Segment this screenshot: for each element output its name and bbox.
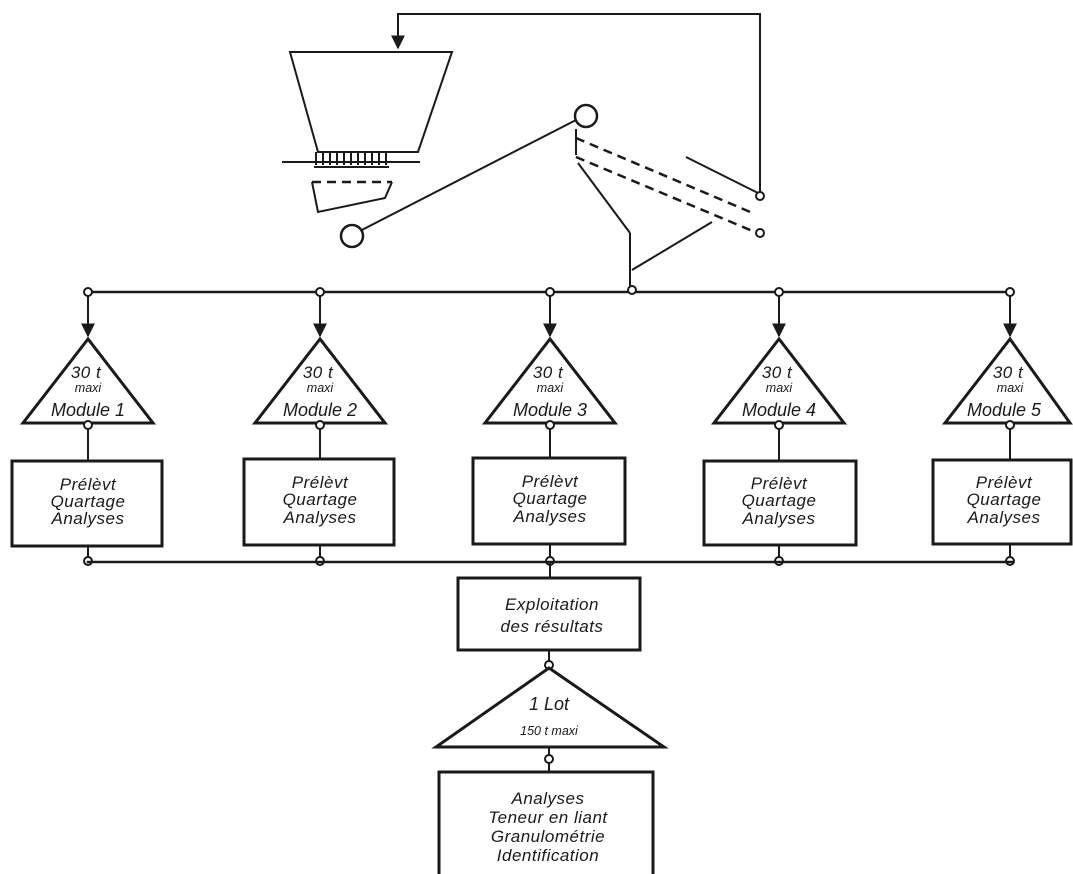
results-line-2: des résultats: [501, 617, 604, 636]
box-line-1: Prélèvt: [292, 473, 349, 492]
module-capacity: 30 t: [993, 363, 1024, 382]
box-line-2: Quartage: [742, 491, 817, 510]
module-4: 30 t maxi Module 4 Prélèvt Quartage Anal…: [702, 296, 858, 566]
final-analyses: Analyses Teneur en liant Granulométrie I…: [437, 770, 655, 874]
bus-junction-3: [545, 287, 555, 297]
module-capacity: 30 t: [71, 363, 102, 382]
final-line-1: Analyses: [511, 789, 585, 808]
module-capacity-note: maxi: [537, 381, 565, 395]
return-conveyor-line: [391, 13, 761, 195]
lot: 1 Lot 150 t maxi: [431, 666, 669, 771]
module-1: 30 t maxi Module 1 Prélèvt Quartage Anal…: [10, 296, 164, 566]
results-exploitation: Exploitation des résultats: [456, 576, 642, 686]
lot-capacity: 150 t maxi: [520, 724, 579, 738]
box-line-1: Prélèvt: [751, 474, 808, 493]
bus-junction-2: [315, 287, 325, 297]
box-line-1: Prélèvt: [60, 475, 117, 494]
box-line-3: Analyses: [742, 509, 816, 528]
final-analyses-box: [437, 770, 655, 874]
module-capacity-note: maxi: [997, 381, 1025, 395]
sampling-box: [242, 457, 396, 547]
plant-equipment: [282, 13, 765, 287]
module-capacity: 30 t: [303, 363, 334, 382]
conveyor-pulley-upper: [573, 103, 599, 129]
module-capacity-note: maxi: [307, 381, 335, 395]
module-capacity-note: maxi: [75, 381, 103, 395]
sampling-box: [471, 456, 627, 546]
results-line-1: Exploitation: [505, 595, 599, 614]
box-line-1: Prélèvt: [976, 473, 1033, 492]
module-capacity: 30 t: [533, 363, 564, 382]
box-line-2: Quartage: [51, 492, 126, 511]
box-line-3: Analyses: [513, 507, 587, 526]
box-line-2: Quartage: [283, 490, 358, 509]
modules: 30 t maxi Module 1 Prélèvt Quartage Anal…: [10, 296, 1073, 566]
conveyor-pulley-lower: [339, 223, 365, 249]
lot-title: 1 Lot: [529, 694, 570, 714]
bin-icon: [311, 181, 393, 214]
hopper-icon: [288, 51, 454, 153]
inclined-conveyor: [357, 119, 577, 233]
module-capacity-note: maxi: [766, 381, 794, 395]
results-box: [456, 576, 642, 652]
box-line-2: Quartage: [513, 489, 588, 508]
module-capacity: 30 t: [762, 363, 793, 382]
module-name: Module 1: [51, 400, 125, 420]
bus-junction-4: [774, 287, 784, 297]
final-line-3: Granulométrie: [491, 827, 605, 846]
module-name: Module 2: [283, 400, 357, 420]
box-line-3: Analyses: [51, 509, 125, 528]
distribution-bus: [83, 285, 1015, 297]
module-name: Module 5: [967, 400, 1042, 420]
bus-junction-1: [83, 287, 93, 297]
box-line-2: Quartage: [967, 490, 1042, 509]
module-3: 30 t maxi Module 3 Prélèvt Quartage Anal…: [471, 296, 627, 566]
module-name: Module 4: [742, 400, 816, 420]
collection-bus: [86, 560, 1014, 578]
vibrating-screen-icon: [575, 129, 765, 287]
feeder-grate-icon: [315, 152, 387, 165]
sampling-box: [931, 458, 1073, 546]
final-line-4: Identification: [497, 846, 599, 865]
module-5: 30 t maxi Module 5 Prélèvt Quartage Anal…: [931, 296, 1073, 566]
box-line-3: Analyses: [967, 508, 1041, 527]
box-line-1: Prélèvt: [522, 472, 579, 491]
module-2: 30 t maxi Module 2 Prélèvt Quartage Anal…: [242, 296, 396, 566]
bus-junction-5: [1005, 287, 1015, 297]
final-line-2: Teneur en liant: [488, 808, 608, 827]
box-line-3: Analyses: [283, 508, 357, 527]
sampling-box: [702, 459, 858, 547]
module-name: Module 3: [513, 400, 587, 420]
